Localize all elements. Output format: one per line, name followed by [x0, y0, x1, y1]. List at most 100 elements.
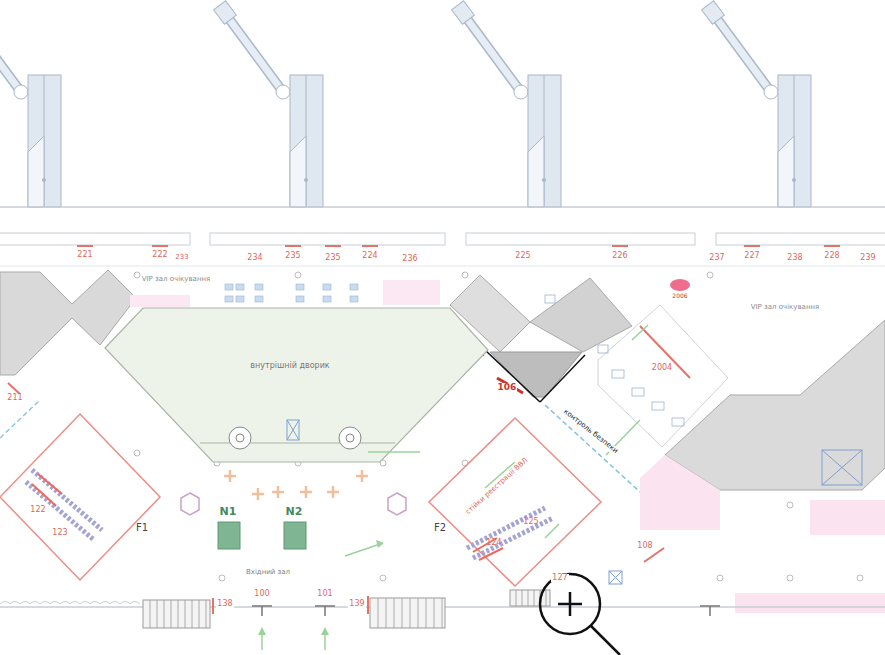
area-name: внутрішній дворик	[250, 362, 329, 371]
seat-cluster	[224, 470, 236, 482]
gate-strip	[466, 233, 695, 245]
zone-name: F1	[136, 522, 148, 533]
stair	[143, 590, 550, 628]
pillar	[181, 493, 199, 515]
service-block	[530, 278, 632, 352]
gate-mark	[77, 245, 840, 247]
callout-number: 211	[6, 394, 23, 403]
jet-bridge	[214, 1, 323, 207]
lift-box	[822, 450, 862, 485]
area-name: VIP зал очікування	[750, 304, 821, 312]
flow-arrow	[376, 540, 384, 548]
info-point	[670, 279, 690, 291]
column	[219, 575, 225, 581]
seat	[255, 284, 263, 290]
courtyard-outline	[105, 308, 488, 462]
column	[787, 575, 793, 581]
lift-box	[822, 450, 862, 485]
callout-number: 100	[253, 590, 270, 599]
callout-number: 138	[216, 600, 233, 609]
callout-number: 124	[486, 539, 501, 548]
gate-mark	[152, 245, 168, 247]
desk-mark	[212, 598, 214, 614]
seat	[350, 296, 358, 302]
flow-arrow	[321, 627, 329, 635]
column	[857, 575, 863, 581]
gate-mark	[325, 245, 341, 247]
shop-area	[130, 295, 190, 307]
spiral-stair	[346, 434, 354, 442]
kiosk-name: N2	[286, 506, 303, 518]
seat	[225, 296, 233, 302]
callout-number: 127	[551, 574, 568, 583]
desk-mark	[497, 378, 523, 393]
gate-number: 234	[246, 254, 263, 263]
gate-number: 228	[823, 252, 840, 261]
desk-mark	[367, 596, 369, 614]
kiosk-symbol	[218, 522, 240, 549]
jet-bridge	[452, 1, 561, 207]
seat-cluster	[300, 486, 312, 498]
seat	[236, 296, 244, 302]
callout-number: 106	[497, 383, 518, 393]
flow-arrow	[632, 325, 648, 340]
gate-mark	[77, 245, 93, 247]
wall	[540, 355, 585, 402]
magnifier-icon	[558, 592, 582, 616]
pillar	[388, 493, 406, 515]
zone-outline	[429, 418, 601, 586]
callout-number: 2006	[671, 293, 688, 300]
seat	[323, 296, 331, 302]
area-name: контроль безпеки	[561, 408, 620, 456]
service-block	[665, 320, 885, 490]
gate-strip	[0, 233, 190, 245]
desk-mark	[32, 484, 56, 506]
table	[632, 388, 644, 396]
kiosk-name: N1	[220, 506, 237, 518]
lift-box	[609, 571, 622, 584]
seat	[296, 284, 304, 290]
lift-box	[287, 420, 299, 440]
zone-outline	[0, 414, 160, 580]
wall	[485, 350, 540, 402]
gate-strip	[210, 233, 445, 245]
wall	[200, 443, 395, 444]
column	[380, 575, 386, 581]
check-in-desk	[26, 482, 94, 540]
gate-number: 235	[324, 254, 341, 263]
gate-number: 226	[611, 252, 628, 261]
table	[598, 345, 608, 353]
seat-cluster	[224, 470, 368, 500]
seat	[255, 296, 263, 302]
seat-cluster	[356, 470, 368, 482]
desk-mark	[38, 474, 62, 494]
node-outline	[0, 412, 162, 582]
gate-number: 227	[743, 252, 760, 261]
railing	[0, 602, 140, 605]
gate-number: 235	[284, 252, 301, 261]
flow-arrow	[368, 451, 420, 453]
seat-cluster	[252, 488, 264, 500]
gate-number: 239	[859, 254, 876, 263]
shop-area	[640, 455, 720, 530]
facade-line	[0, 266, 885, 267]
lift-box	[822, 450, 862, 485]
gate-mark	[285, 245, 301, 247]
shop-area	[810, 500, 885, 535]
spiral-stair	[229, 427, 251, 449]
security-line	[0, 400, 40, 438]
column	[707, 272, 713, 278]
magnifier-icon	[591, 626, 620, 655]
apron-line	[0, 206, 885, 208]
gate-mark	[744, 245, 760, 247]
stair-steps	[150, 590, 546, 628]
gate-strip	[0, 233, 885, 245]
shop-area	[383, 280, 440, 305]
seat	[350, 284, 358, 290]
callout-number: 108	[636, 542, 653, 551]
kiosk-symbol	[284, 522, 306, 549]
desk-mark	[640, 326, 690, 378]
column	[295, 272, 301, 278]
lift-box	[287, 420, 299, 440]
column	[717, 575, 723, 581]
